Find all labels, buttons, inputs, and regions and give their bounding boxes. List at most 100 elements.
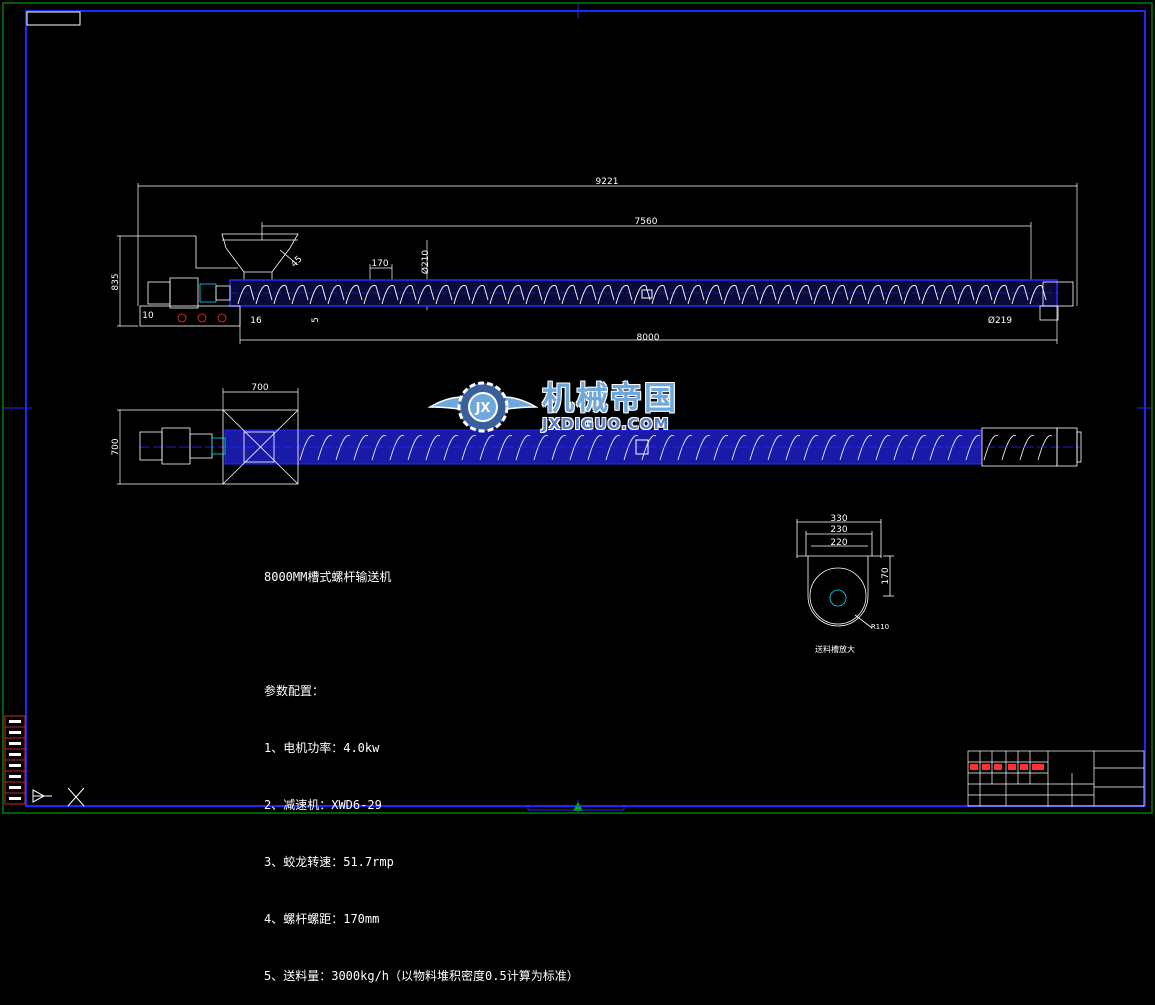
screw-flight-plan <box>335 435 351 461</box>
screw-flight-plan <box>803 435 819 461</box>
dim-angle: 45 <box>289 254 304 269</box>
notes-item: 1、电机功率：4.0kw <box>264 741 380 755</box>
plan-view <box>117 388 1082 485</box>
screw-flight-plan <box>983 435 999 461</box>
screw-flight <box>273 284 291 305</box>
screw-flight-plan <box>749 435 765 461</box>
watermark-logo: JX 机械帝国 JXDIGUO.COM <box>427 373 728 443</box>
screw-flight <box>561 284 579 305</box>
dim-height: 835 <box>111 273 121 290</box>
screw-flight <box>975 284 993 305</box>
dim-plan-width: 700 <box>111 438 121 455</box>
notes-spacer <box>264 625 579 644</box>
screw-flight <box>507 284 525 305</box>
screw-flight-plan <box>371 435 387 461</box>
screw-flight-plan <box>695 435 711 461</box>
screw-flight <box>777 284 795 305</box>
notes-title: 8000MM槽式螺杆输送机 <box>264 570 392 584</box>
screw-flight <box>417 284 435 305</box>
section-view-label: 送料槽放大 <box>815 645 855 654</box>
screw-flight <box>435 284 453 305</box>
screw-flight-plan <box>461 435 477 461</box>
screw-flight <box>831 284 849 305</box>
screw-flight-plan <box>533 435 549 461</box>
dim-sec-170: 170 <box>881 567 891 584</box>
screw-flight-plan <box>893 435 909 461</box>
dim-sec-220: 220 <box>830 538 847 548</box>
dim-overall-length: 9221 <box>596 177 619 187</box>
dim-sec-330: 330 <box>830 514 847 524</box>
watermark-en: JXDIGUO.COM <box>542 415 670 433</box>
screw-flight <box>687 284 705 305</box>
screw-flight-plan <box>605 435 621 461</box>
dim-screw-dia: Ø210 <box>420 250 431 275</box>
notes-item: 4、螺杆螺距：170mm <box>264 912 380 926</box>
screw-flight <box>723 284 741 305</box>
title-block <box>967 750 1145 807</box>
screw-flight-plan <box>569 435 585 461</box>
screw-flight-plan <box>389 435 405 461</box>
screw-flight <box>453 284 471 305</box>
dim-end-dia: Ø219 <box>988 315 1013 326</box>
screw-flight-plan <box>299 435 315 461</box>
screw-flight <box>543 284 561 305</box>
screw-flight-plan <box>731 435 747 461</box>
screw-flight <box>291 284 309 305</box>
screw-flight <box>849 284 867 305</box>
screw-flight-plan <box>641 435 657 461</box>
screw-flight <box>399 284 417 305</box>
screw-flight <box>651 284 669 305</box>
screw-flight-plan <box>515 435 531 461</box>
dim-sec-230: 230 <box>830 525 847 535</box>
screw-flight <box>363 284 381 305</box>
screw-flight-plan <box>1019 435 1035 461</box>
svg-text:JX: JX <box>475 401 491 416</box>
screw-flight-plan <box>479 435 495 461</box>
section-view <box>796 519 894 629</box>
screw-flight-plan <box>1037 435 1053 461</box>
screw-flight <box>993 284 1011 305</box>
notes-params-heading: 参数配置： <box>264 684 325 698</box>
screw-flight <box>1011 284 1029 305</box>
screw-flight-plan <box>317 435 333 461</box>
left-revision-strip <box>4 715 26 805</box>
screw-flight-plan <box>659 435 675 461</box>
ucs-cross-icon <box>67 787 85 807</box>
notes-item: 5、送料量：3000kg/h（以物料堆积密度0.5计算为标准） <box>264 969 579 983</box>
screw-flight-plan <box>713 435 729 461</box>
screw-flight <box>309 284 327 305</box>
screw-flight-plan <box>425 435 441 461</box>
technical-notes: 8000MM槽式螺杆输送机 参数配置： 1、电机功率：4.0kw 2、减速机：X… <box>264 530 579 1005</box>
screw-flight <box>381 284 399 305</box>
screw-flight <box>525 284 543 305</box>
bottom-scale-bar <box>527 805 625 811</box>
screw-flight-plan <box>677 435 693 461</box>
dim-hopper-width: 700 <box>251 383 268 393</box>
screw-flight-plan <box>1001 435 1017 461</box>
dim-10: 10 <box>142 311 154 321</box>
screw-flight <box>615 284 633 305</box>
screw-flight <box>579 284 597 305</box>
screw-flight <box>903 284 921 305</box>
screw-flight-plan <box>947 435 963 461</box>
screw-flight <box>345 284 363 305</box>
title-tag-box <box>26 11 81 26</box>
screw-flight-plan <box>911 435 927 461</box>
cad-drawing-canvas: 9221 7560 8000 170 Ø210 Ø219 835 10 16 5… <box>2 2 1153 814</box>
screw-flight-plan <box>407 435 423 461</box>
elevation-view <box>117 183 1078 344</box>
screw-flight-plan <box>767 435 783 461</box>
screw-flight <box>813 284 831 305</box>
screw-flight-plan <box>785 435 801 461</box>
screw-flight-plan <box>353 435 369 461</box>
screw-flight-plan <box>857 435 873 461</box>
dim-5: 5 <box>311 317 321 323</box>
dim-trough-length: 7560 <box>635 217 658 227</box>
screw-flight <box>867 284 885 305</box>
screw-flight-plan <box>875 435 891 461</box>
screw-flight-plan <box>443 435 459 461</box>
screw-flight-plan <box>587 435 603 461</box>
notes-item: 3、蛟龙转速：51.7rmp <box>264 855 394 869</box>
screw-flight <box>597 284 615 305</box>
screw-flight-plan <box>623 435 639 461</box>
